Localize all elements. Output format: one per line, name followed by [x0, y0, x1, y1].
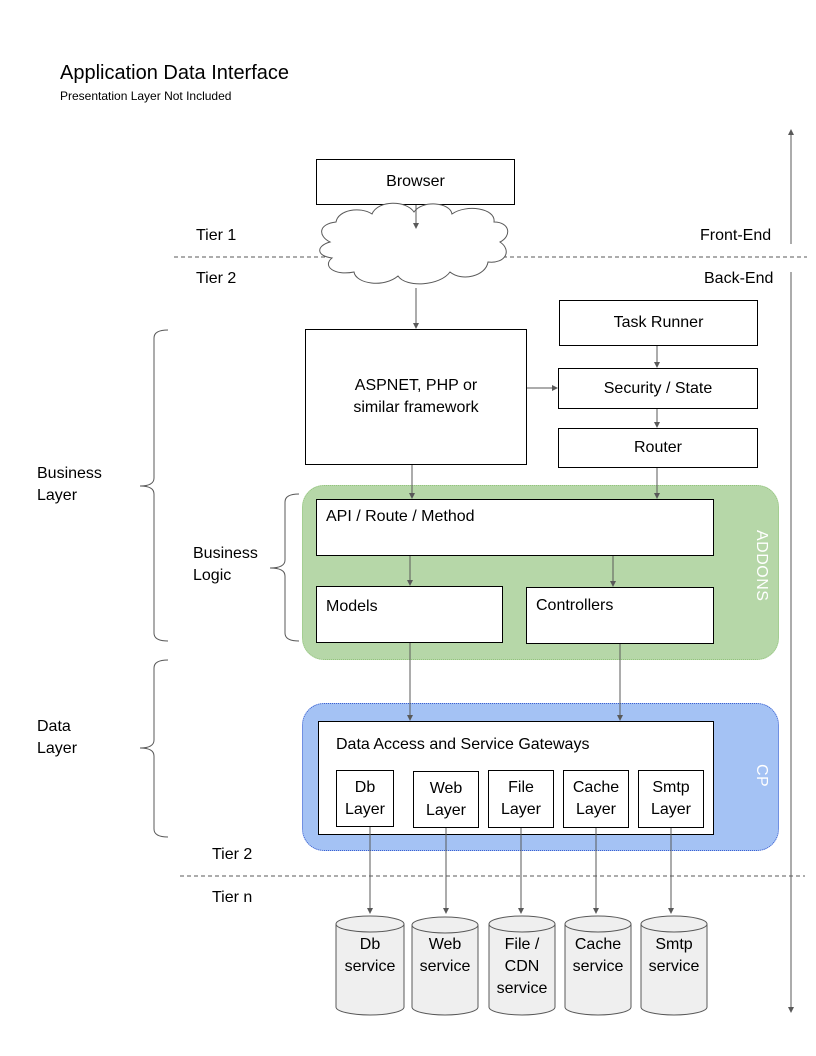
tier-1-label: Tier 1 — [196, 227, 237, 244]
framework-node-label: ASPNET, PHP or similar framework — [353, 375, 478, 419]
controllers-node: Controllers — [526, 587, 714, 644]
browser-node-label: Browser — [386, 173, 445, 190]
smtp-service-label: Smtp service — [641, 934, 707, 978]
models-label: Models — [326, 598, 378, 615]
tier-2-bottom-label: Tier 2 — [212, 846, 253, 863]
smtp-layer-line2: Layer — [650, 801, 692, 818]
business-logic-label: Business Logic — [193, 543, 258, 587]
router-label: Router — [633, 439, 683, 456]
smtp-service-line1: Smtp — [655, 936, 693, 953]
controllers-label: Controllers — [536, 597, 614, 614]
db-service-line1: Db — [359, 936, 381, 953]
data-layer-line2: Layer — [37, 740, 78, 757]
internet-cloud-icon — [319, 202, 509, 285]
business-layer-line2: Layer — [37, 487, 78, 504]
cache-service-line1: Cache — [574, 936, 622, 953]
file-cdn-service-label: File / CDN service — [489, 934, 555, 1000]
cp-label: CP — [753, 764, 770, 788]
framework-line2: similar framework — [353, 399, 479, 416]
task-runner-label: Task Runner — [613, 314, 704, 331]
web-service-line1: Web — [428, 936, 462, 953]
db-service-line2: service — [344, 958, 396, 975]
file-service-line1: File / — [504, 936, 540, 953]
web-service-label: Web service — [412, 934, 478, 978]
security-state-node: Security / State — [558, 368, 758, 409]
db-layer-line2: Layer — [344, 800, 386, 818]
db-service-cylinder — [335, 915, 405, 1016]
business-logic-line1: Business — [193, 545, 258, 562]
web-service-line2: service — [419, 958, 471, 975]
gateways-label: Data Access and Service Gateways — [336, 736, 590, 753]
cache-layer-line2: Layer — [575, 801, 617, 818]
db-layer-line1: Db — [354, 778, 376, 796]
smtp-service-line2: service — [648, 958, 700, 975]
business-layer-label: Business Layer — [37, 463, 102, 507]
cache-layer-line1: Cache — [572, 779, 620, 796]
data-layer-brace — [139, 659, 169, 838]
file-layer-line1: File — [508, 779, 534, 796]
file-layer-line2: Layer — [500, 801, 542, 818]
router-node: Router — [558, 428, 758, 468]
business-logic-brace — [269, 493, 300, 642]
business-layer-line1: Business — [37, 465, 102, 482]
diagram-title: Application Data Interface — [60, 62, 290, 84]
task-runner-node: Task Runner — [559, 300, 758, 346]
cache-service-label: Cache service — [565, 934, 631, 978]
tier-2-top-label: Tier 2 — [196, 270, 237, 287]
api-route-method-node: API / Route / Method — [316, 499, 714, 556]
data-layer-line1: Data — [37, 718, 71, 735]
web-layer-line2: Layer — [425, 801, 467, 819]
security-state-label: Security / State — [603, 379, 713, 397]
models-node: Models — [316, 586, 503, 643]
file-service-line2: CDN — [504, 958, 540, 975]
web-service-cylinder — [411, 916, 479, 1016]
data-layer-label: Data Layer — [37, 716, 77, 760]
business-logic-line2: Logic — [193, 567, 232, 584]
business-layer-brace — [139, 329, 169, 642]
back-end-label: Back-End — [704, 270, 774, 287]
smtp-service-cylinder — [640, 915, 708, 1016]
cache-service-line2: service — [572, 958, 624, 975]
file-service-line3: service — [496, 980, 548, 997]
tier-n-label: Tier n — [212, 889, 253, 906]
framework-line1: ASPNET, PHP or — [354, 377, 478, 394]
cache-service-cylinder — [564, 915, 632, 1016]
browser-node: Browser — [316, 159, 515, 205]
api-route-method-label: API / Route / Method — [326, 508, 475, 525]
front-end-label: Front-End — [700, 227, 772, 244]
diagram-subtitle: Presentation Layer Not Included — [60, 89, 232, 103]
web-layer-line1: Web — [429, 779, 463, 797]
addons-label: ADDONS — [753, 530, 770, 602]
smtp-layer-line1: Smtp — [652, 779, 690, 796]
framework-node: ASPNET, PHP or similar framework — [305, 329, 527, 465]
file-cdn-service-cylinder — [488, 915, 556, 1016]
db-service-label: Db service — [336, 934, 404, 978]
